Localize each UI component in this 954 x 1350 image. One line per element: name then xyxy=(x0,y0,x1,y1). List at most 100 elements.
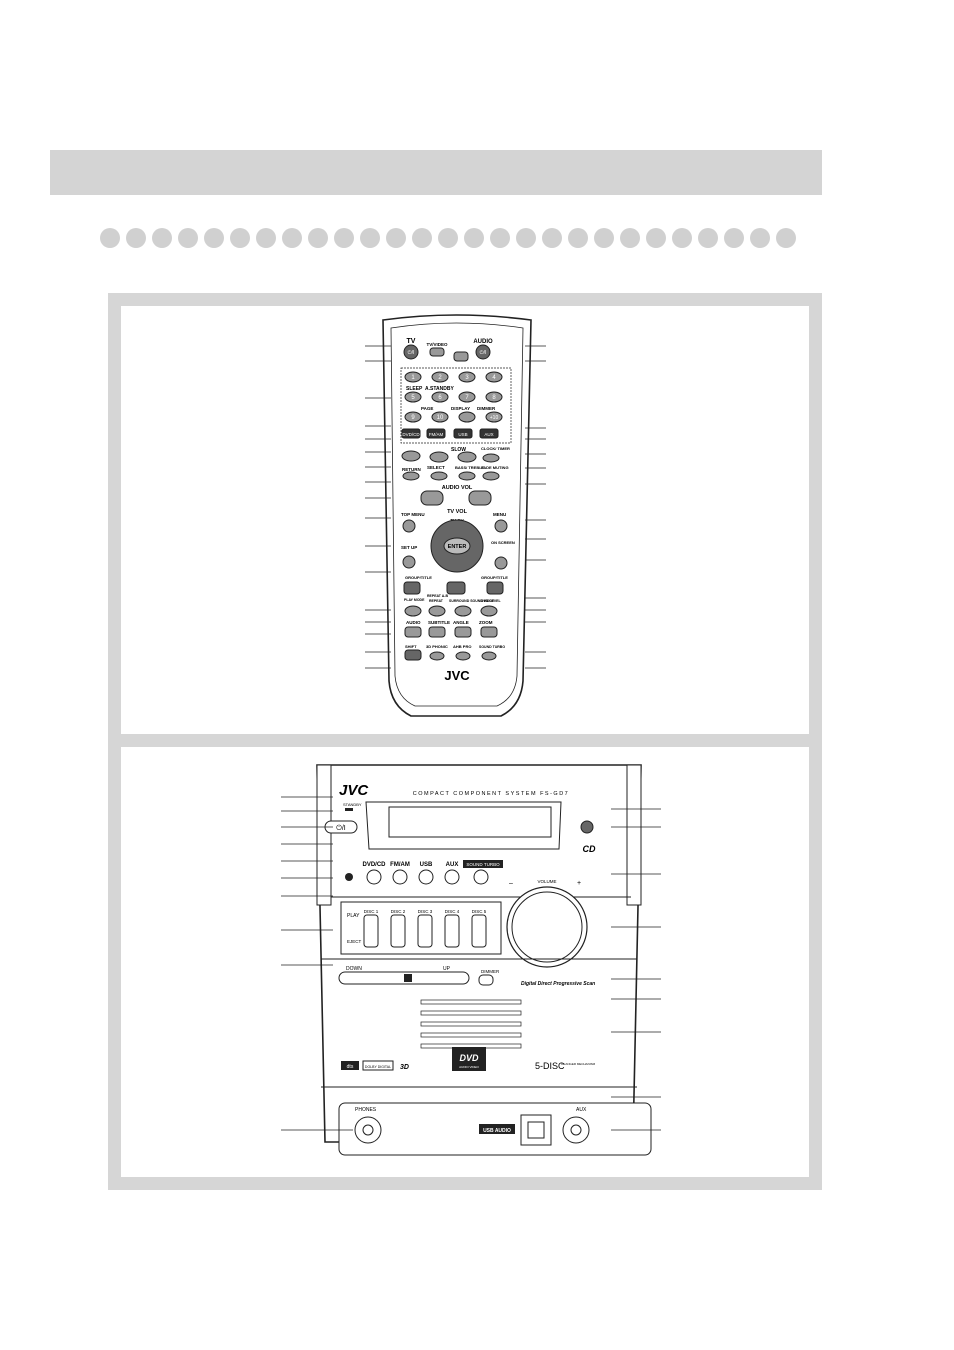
unit-panel: JVC COMPACT COMPONENT SYSTEM FS-GD7 STAN… xyxy=(121,747,809,1177)
speaker-slot xyxy=(420,1032,522,1038)
disc-button[interactable] xyxy=(417,914,433,948)
remote-callout-lines xyxy=(365,345,546,669)
svg-text:+10: +10 xyxy=(490,415,499,421)
svg-text:AUDIO: AUDIO xyxy=(406,620,421,625)
svg-text:A.STANDBY: A.STANDBY xyxy=(425,386,454,392)
disc-button[interactable] xyxy=(390,914,406,948)
svg-text:SOUND TURBO: SOUND TURBO xyxy=(479,645,505,649)
svg-text:5: 5 xyxy=(411,395,415,401)
svg-text:DVD LEVEL: DVD LEVEL xyxy=(481,599,502,603)
remote-tv-label: TV xyxy=(407,338,416,345)
svg-text:ANGLE: ANGLE xyxy=(453,620,469,625)
unit-model-title: COMPACT COMPONENT SYSTEM FS-GD7 xyxy=(413,791,570,797)
svg-text:USB: USB xyxy=(458,432,467,437)
remote-audio-label: AUDIO xyxy=(473,339,493,345)
speaker-slot xyxy=(420,999,522,1005)
svg-text:BASS/ TREBLE: BASS/ TREBLE xyxy=(455,465,485,470)
disc-label: DISC 5 xyxy=(472,909,487,914)
svg-text:9: 9 xyxy=(411,415,415,421)
svg-text:MENU: MENU xyxy=(493,512,506,517)
svg-text:AUDIO VIDEO: AUDIO VIDEO xyxy=(459,1065,479,1069)
disc-label: DISC 3 xyxy=(418,909,433,914)
speaker-slot xyxy=(420,1021,522,1027)
disc-button[interactable] xyxy=(471,914,487,948)
speaker-slots xyxy=(420,999,522,1049)
remote-panel: TV ⏻/I TV/VIDEO AUDIO ⏻/I 1 2 3 4 SLEEP … xyxy=(121,306,809,734)
svg-text:PHONES: PHONES xyxy=(355,1107,377,1113)
svg-text:PLAY: PLAY xyxy=(347,913,360,919)
svg-text:7: 7 xyxy=(465,395,469,401)
unit-callout-lines xyxy=(281,796,661,1131)
remote-dvdcd-label: DVD/CD xyxy=(402,432,420,437)
svg-text:SHIFT: SHIFT xyxy=(405,644,417,649)
svg-text:DVD/CD: DVD/CD xyxy=(362,862,386,868)
svg-text:SELECT: SELECT xyxy=(427,465,445,470)
svg-text:DOWN: DOWN xyxy=(346,966,362,972)
svg-text:TOP MENU: TOP MENU xyxy=(401,512,425,517)
section-header-bar xyxy=(50,150,822,195)
svg-text:6: 6 xyxy=(438,395,442,401)
svg-text:PLAY MODE: PLAY MODE xyxy=(404,598,425,602)
svg-text:DIMMER: DIMMER xyxy=(481,969,500,974)
svg-text:FADE MUTING: FADE MUTING xyxy=(481,465,509,470)
svg-text:10: 10 xyxy=(437,415,444,421)
enter-button-label: ENTER xyxy=(448,544,467,550)
svg-text:dts: dts xyxy=(347,1064,354,1070)
disc-button[interactable] xyxy=(444,914,460,948)
disc-label: DISC 4 xyxy=(445,909,460,914)
svg-text:UP: UP xyxy=(443,966,451,972)
svg-text:USB AUDIO: USB AUDIO xyxy=(483,1128,511,1134)
svg-text:TV VOL: TV VOL xyxy=(447,509,468,515)
remote-tv-video-label: TV/VIDEO xyxy=(426,342,448,347)
svg-text:AUX: AUX xyxy=(484,432,493,437)
svg-text:3D PHONIC: 3D PHONIC xyxy=(426,644,448,649)
svg-text:8: 8 xyxy=(492,395,496,401)
remote-brand-logo: JVC xyxy=(444,668,470,683)
svg-text:2: 2 xyxy=(438,375,442,381)
svg-text:FM/AM: FM/AM xyxy=(390,862,410,868)
svg-text:⏻/I: ⏻/I xyxy=(408,350,415,356)
svg-text:CLOCK/ TIMER: CLOCK/ TIMER xyxy=(481,446,510,451)
svg-text:SOUND TURBO: SOUND TURBO xyxy=(466,862,500,867)
svg-text:SLOW: SLOW xyxy=(451,447,466,453)
svg-text:AHB PRO: AHB PRO xyxy=(453,644,471,649)
disc-buttons: DISC 1 DISC 2 DISC 3 DISC 4 DISC 5 xyxy=(363,909,487,948)
svg-text:ON SCREEN: ON SCREEN xyxy=(491,540,515,545)
svg-text:+: + xyxy=(577,880,581,887)
svg-text:AUX: AUX xyxy=(576,1107,587,1113)
numeric-keypad: 1 2 3 4 SLEEP A.STANDBY 5 6 7 8 PAGE DIS… xyxy=(404,371,503,423)
svg-text:VOLUME: VOLUME xyxy=(537,879,556,884)
svg-text:STANDBY: STANDBY xyxy=(343,802,362,807)
svg-text:REPEAT: REPEAT xyxy=(429,599,444,603)
svg-text:FM/AM: FM/AM xyxy=(429,432,444,437)
svg-text:ZOOM: ZOOM xyxy=(479,620,493,625)
svg-text:DISPLAY: DISPLAY xyxy=(451,406,470,411)
unit-power-label: ⏻/I xyxy=(336,824,345,832)
svg-text:AUDIO VOL: AUDIO VOL xyxy=(442,485,473,491)
svg-text:1: 1 xyxy=(411,375,415,381)
svg-text:DVD: DVD xyxy=(459,1053,479,1063)
svg-text:AUX: AUX xyxy=(446,862,459,868)
svg-text:GROUP/TITLE: GROUP/TITLE xyxy=(481,575,508,580)
unit-brand-logo: JVC xyxy=(339,782,369,799)
svg-text:–: – xyxy=(509,880,513,887)
dot-divider xyxy=(100,228,822,248)
svg-text:EJECT: EJECT xyxy=(347,939,362,944)
five-disc-label: 5-DISC xyxy=(535,1061,565,1071)
svg-text:SET UP: SET UP xyxy=(401,545,417,550)
speaker-slot xyxy=(420,1010,522,1016)
tagline: Digital Direct Progressive Scan xyxy=(521,981,595,987)
svg-text:RETURN: RETURN xyxy=(402,467,421,472)
svg-text:REPEAT A-B: REPEAT A-B xyxy=(427,594,448,598)
main-unit-diagram: JVC COMPACT COMPONENT SYSTEM FS-GD7 STAN… xyxy=(281,764,661,1156)
svg-text:SLEEP: SLEEP xyxy=(406,386,423,392)
svg-text:PAGE: PAGE xyxy=(421,406,433,411)
svg-text:SUBTITLE: SUBTITLE xyxy=(428,620,450,625)
disc-label: DISC 1 xyxy=(364,909,379,914)
svg-text:USB: USB xyxy=(420,862,433,868)
disc-button[interactable] xyxy=(363,914,379,948)
svg-text:CHANGER MECHANISM: CHANGER MECHANISM xyxy=(561,1062,596,1066)
svg-text:3D: 3D xyxy=(400,1064,409,1071)
disc-label: DISC 2 xyxy=(391,909,406,914)
svg-text:4: 4 xyxy=(492,375,496,381)
